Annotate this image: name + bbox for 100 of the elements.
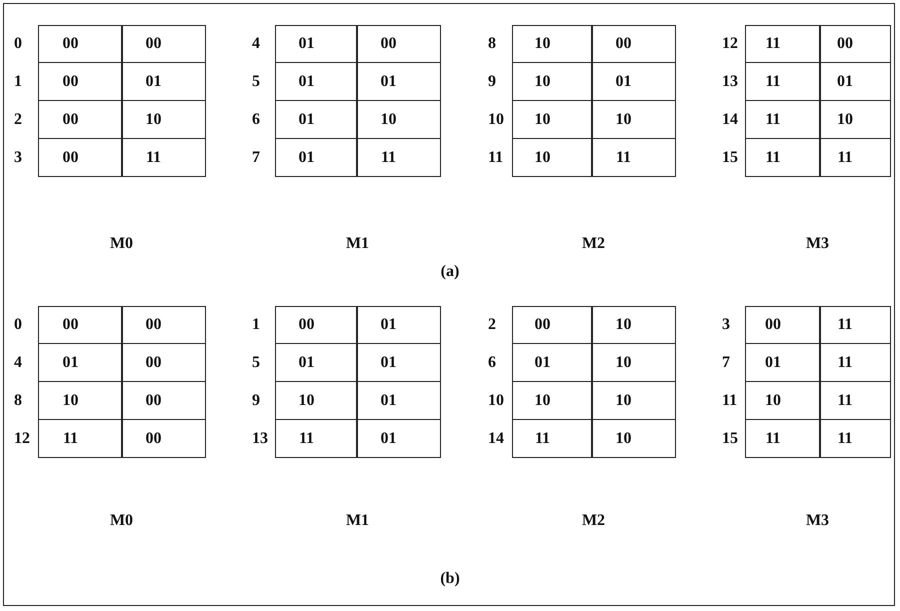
- table-cell: 10: [38, 381, 123, 420]
- table-cell: 00: [121, 25, 206, 63]
- row-number: 3: [722, 316, 730, 334]
- row-number: 3: [14, 149, 22, 167]
- table-cell: 11: [745, 419, 821, 458]
- table-cell: 01: [38, 343, 123, 382]
- table-cell: 01: [356, 419, 441, 458]
- table-cell: 10: [512, 62, 593, 101]
- row-number: 10: [488, 111, 504, 129]
- table-cell: 11: [591, 138, 676, 177]
- row-number: 11: [488, 149, 504, 167]
- row-number: 13: [722, 73, 738, 91]
- table-cell: 01: [745, 343, 821, 382]
- table-cell: 00: [121, 306, 206, 344]
- module-label: M2: [582, 512, 606, 530]
- subfigure-label: (a): [440, 263, 460, 281]
- table-cell: 11: [819, 138, 891, 177]
- table-cell: 11: [745, 100, 821, 139]
- row-number: 2: [14, 111, 22, 129]
- module-label: M3: [806, 235, 830, 253]
- table-cell: 01: [356, 343, 441, 382]
- table-cell: 10: [512, 100, 593, 139]
- row-number: 9: [252, 392, 260, 410]
- table-cell: 01: [275, 343, 358, 382]
- table-cell: 01: [356, 381, 441, 420]
- table-cell: 01: [819, 62, 891, 101]
- row-number: 14: [722, 111, 738, 129]
- table-cell: 01: [356, 62, 441, 101]
- table-cell: 00: [591, 25, 676, 63]
- row-number: 7: [722, 354, 730, 372]
- table-cell: 10: [512, 138, 593, 177]
- table-cell: 11: [745, 25, 821, 63]
- table-cell: 00: [819, 25, 891, 63]
- table-cell: 01: [356, 306, 441, 344]
- row-number: 11: [722, 392, 738, 410]
- table-cell: 11: [356, 138, 441, 177]
- table-cell: 01: [275, 100, 358, 139]
- row-number: 10: [488, 392, 504, 410]
- table-cell: 00: [512, 306, 593, 344]
- table-cell: 00: [38, 25, 123, 63]
- table-cell: 11: [275, 419, 358, 458]
- table-cell: 00: [745, 306, 821, 344]
- module-label: M0: [110, 512, 134, 530]
- table-cell: 01: [591, 62, 676, 101]
- subfigure-label: (b): [440, 570, 460, 588]
- table-cell: 11: [819, 343, 891, 382]
- row-number: 7: [252, 149, 260, 167]
- table-cell: 11: [512, 419, 593, 458]
- table-cell: 10: [819, 100, 891, 139]
- table-cell: 10: [512, 25, 593, 63]
- table-cell: 01: [512, 343, 593, 382]
- table-cell: 10: [356, 100, 441, 139]
- table-cell: 00: [121, 419, 206, 458]
- module-label: M2: [582, 235, 606, 253]
- row-number: 6: [488, 354, 496, 372]
- row-number: 8: [14, 392, 22, 410]
- row-number: 12: [722, 35, 738, 53]
- table-cell: 00: [121, 381, 206, 420]
- table-cell: 11: [745, 62, 821, 101]
- row-number: 4: [252, 35, 260, 53]
- table-cell: 00: [38, 138, 123, 177]
- table-cell: 10: [591, 381, 676, 420]
- table-cell: 10: [591, 306, 676, 344]
- row-number: 4: [14, 354, 22, 372]
- table-cell: 10: [591, 100, 676, 139]
- module-label: M1: [346, 512, 370, 530]
- table-cell: 10: [745, 381, 821, 420]
- row-number: 5: [252, 73, 260, 91]
- module-label: M1: [346, 235, 370, 253]
- table-cell: 11: [38, 419, 123, 458]
- table-cell: 00: [38, 100, 123, 139]
- table-cell: 00: [121, 343, 206, 382]
- table-cell: 10: [121, 100, 206, 139]
- row-number: 13: [252, 430, 268, 448]
- table-cell: 10: [275, 381, 358, 420]
- row-number: 2: [488, 316, 496, 334]
- table-cell: 11: [819, 419, 891, 458]
- row-number: 6: [252, 111, 260, 129]
- row-number: 1: [252, 316, 260, 334]
- table-cell: 00: [356, 25, 441, 63]
- table-cell: 00: [38, 62, 123, 101]
- table-cell: 10: [591, 343, 676, 382]
- table-cell: 10: [512, 381, 593, 420]
- row-number: 15: [722, 430, 738, 448]
- row-number: 8: [488, 35, 496, 53]
- table-cell: 11: [745, 138, 821, 177]
- row-number: 9: [488, 73, 496, 91]
- table-cell: 01: [275, 62, 358, 101]
- table-cell: 00: [38, 306, 123, 344]
- table-cell: 11: [121, 138, 206, 177]
- table-cell: 11: [819, 306, 891, 344]
- module-label: M3: [806, 512, 830, 530]
- row-number: 0: [14, 316, 22, 334]
- row-number: 15: [722, 149, 738, 167]
- row-number: 1: [14, 73, 22, 91]
- row-number: 12: [14, 430, 30, 448]
- table-cell: 10: [591, 419, 676, 458]
- table-cell: 01: [275, 138, 358, 177]
- table-cell: 00: [275, 306, 358, 344]
- table-cell: 01: [275, 25, 358, 63]
